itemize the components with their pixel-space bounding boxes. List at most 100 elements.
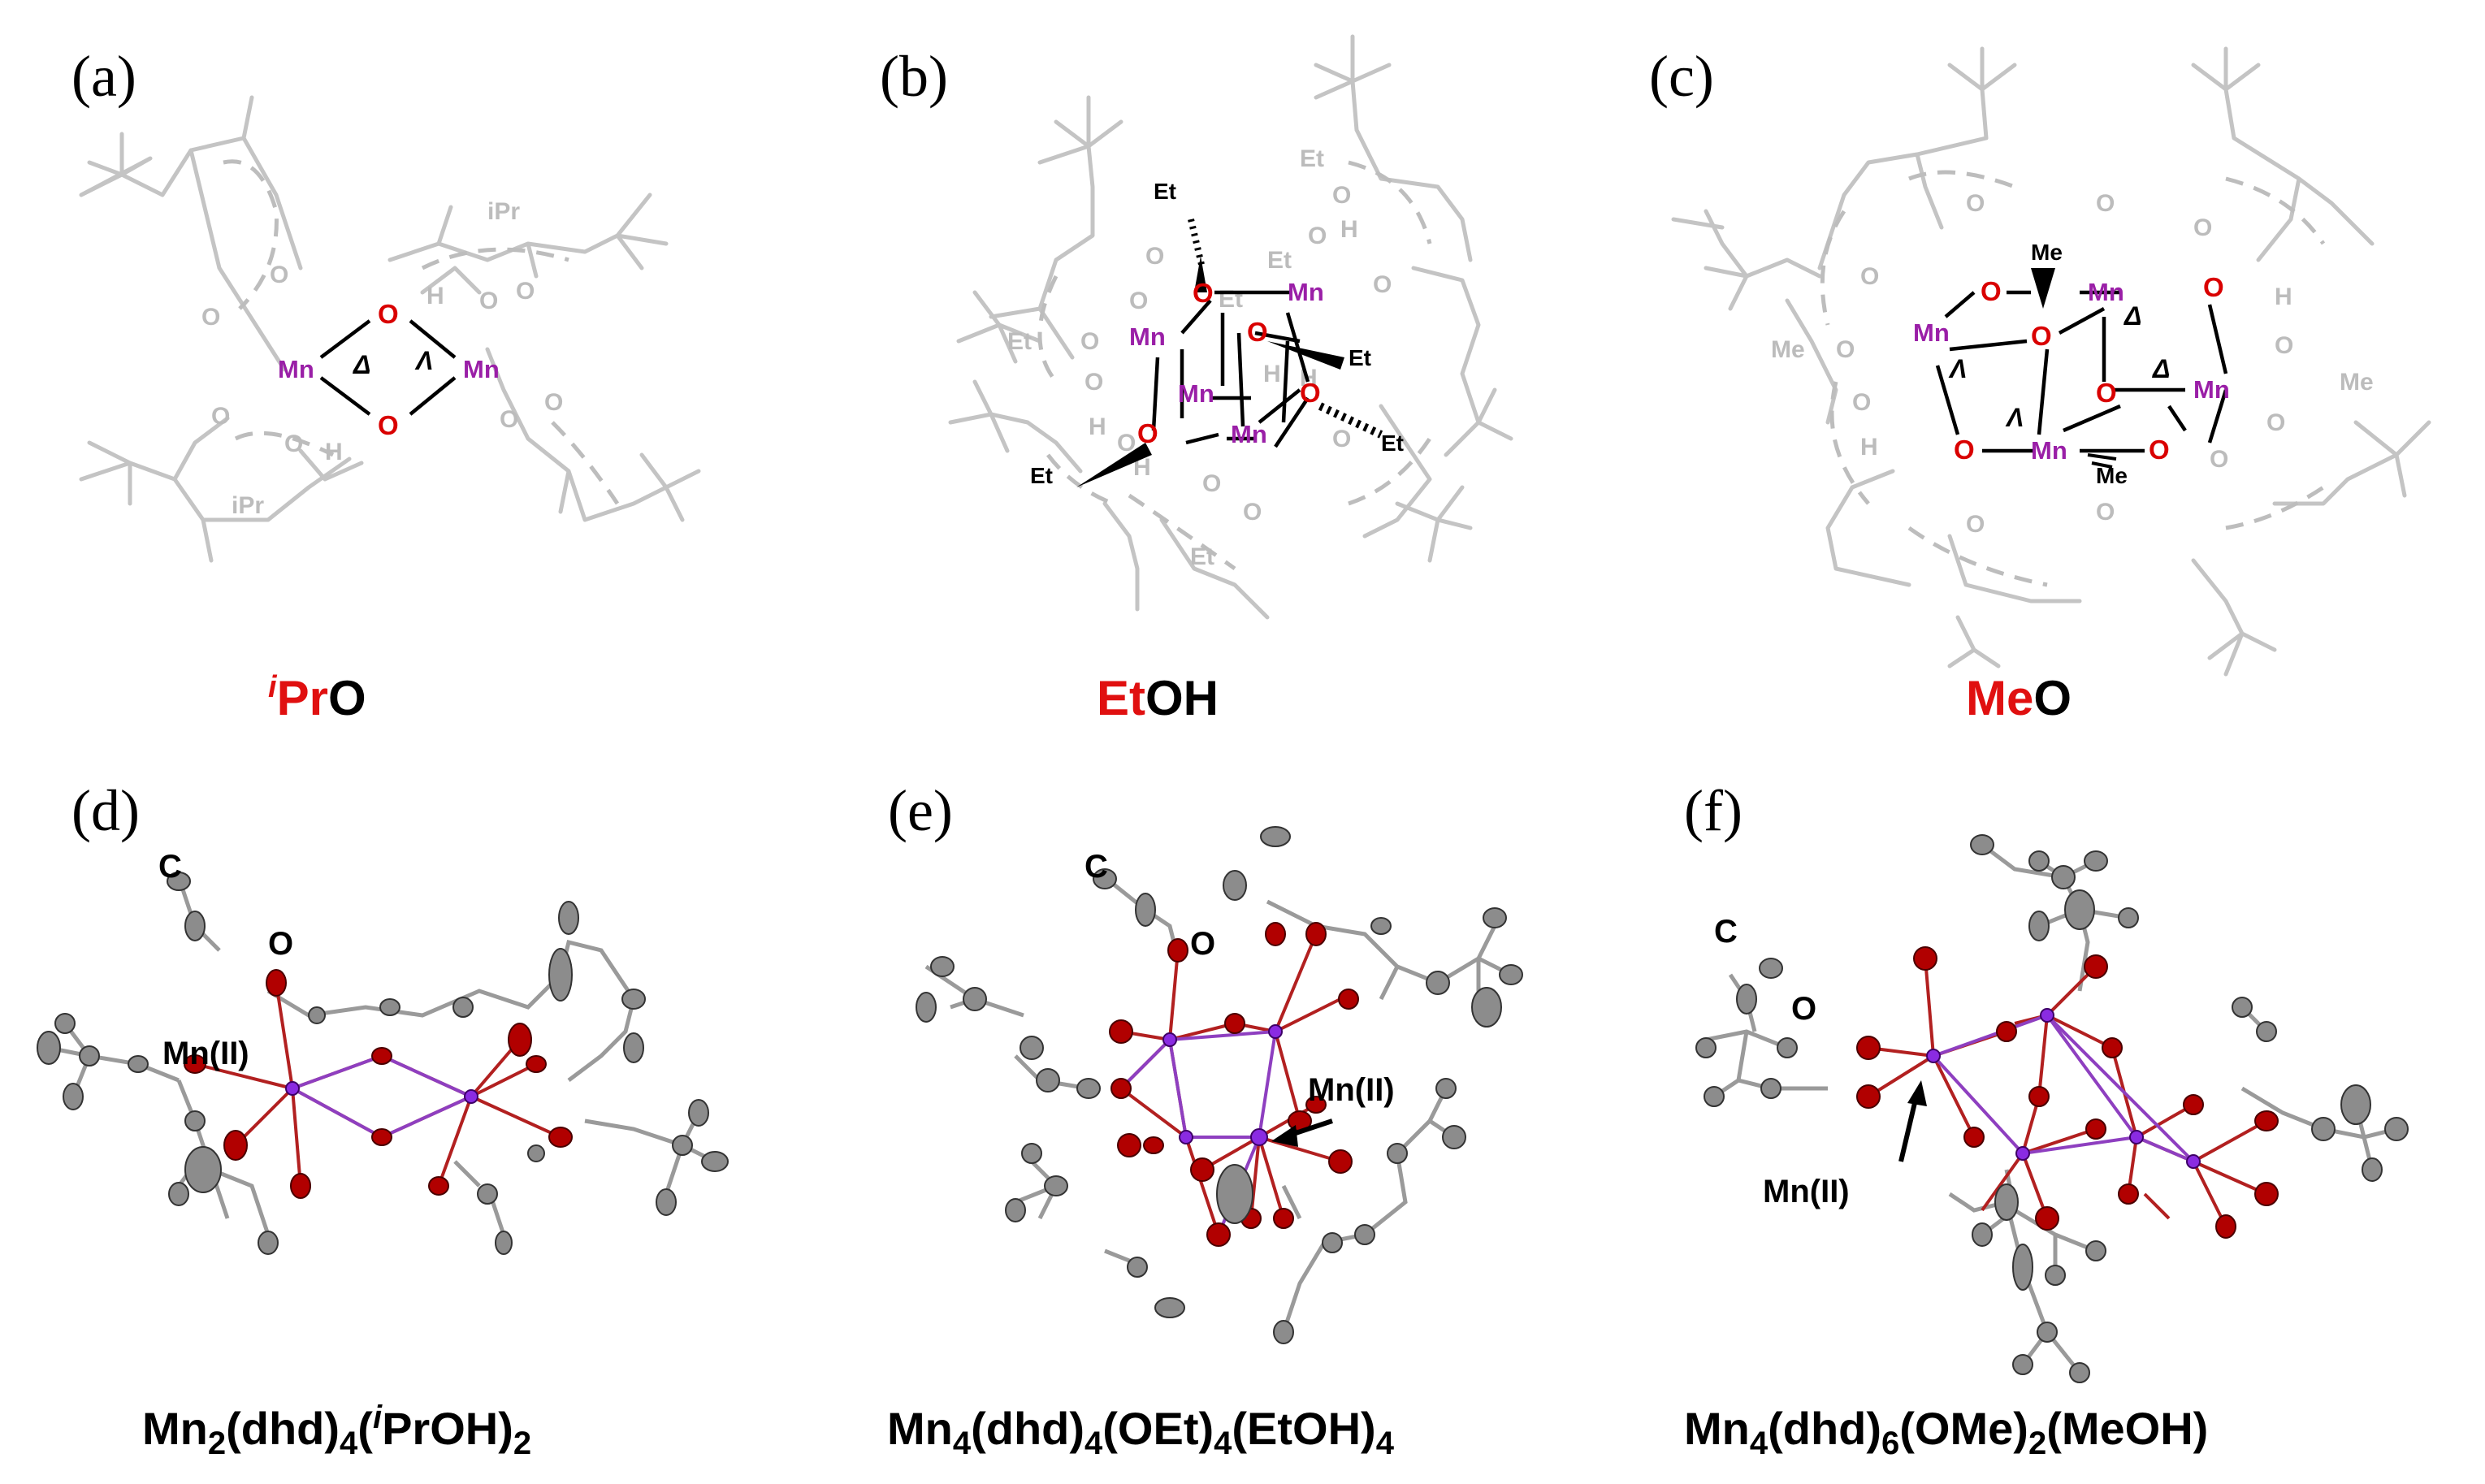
- svg-text:O: O: [2193, 214, 2212, 241]
- atom-label-c: C: [1084, 849, 1108, 885]
- panel-d: (d): [37, 778, 729, 1461]
- svg-text:H: H: [1263, 361, 1281, 387]
- atom-label-mn: Mn(II): [1763, 1174, 1850, 1209]
- oxygen-atom: O: [378, 410, 399, 440]
- oxygen-atom: O: [1137, 418, 1158, 448]
- svg-text:O: O: [1852, 389, 1871, 416]
- oxygen-atom: O: [2149, 435, 2170, 465]
- svg-text:O: O: [2096, 190, 2115, 217]
- svg-text:O: O: [270, 262, 288, 288]
- svg-text:Et: Et: [1154, 179, 1176, 204]
- svg-text:Et: Et: [1190, 543, 1214, 570]
- svg-text:Et: Et: [1381, 430, 1404, 456]
- dhd-ligand-skeleton-c: [1671, 46, 2431, 677]
- svg-text:O: O: [1145, 243, 1164, 270]
- svg-text:Me: Me: [1771, 336, 1805, 363]
- svg-text:Δ: Δ: [2124, 301, 2141, 331]
- panel-f: (f): [1684, 778, 2409, 1461]
- oxygen-atom: O: [2031, 321, 2052, 351]
- svg-text:O: O: [500, 406, 518, 433]
- svg-text:O: O: [1117, 430, 1136, 456]
- mn-atom: Mn: [2031, 436, 2067, 465]
- svg-text:O: O: [516, 278, 535, 305]
- svg-text:H: H: [426, 283, 444, 309]
- oxygen-atom: O: [1247, 317, 1268, 347]
- svg-text:Et: Et: [1267, 247, 1292, 274]
- svg-text:O: O: [1373, 271, 1392, 298]
- svg-text:Δ: Δ: [353, 350, 370, 379]
- crystal-structure-f: [1695, 834, 2409, 1383]
- panel-b-label: EtOH: [1097, 671, 1219, 725]
- svg-text:O: O: [544, 389, 563, 416]
- svg-text:O: O: [1084, 369, 1103, 396]
- svg-text:iPr: iPr: [232, 492, 264, 519]
- panel-letter-f: (f): [1684, 778, 1743, 843]
- svg-text:Et: Et: [1349, 345, 1371, 370]
- svg-text:iPr: iPr: [487, 198, 520, 225]
- svg-text:O: O: [1332, 426, 1351, 452]
- core-c: Mn Mn Mn Mn O O O O O O Me Me Λ Λ Δ Δ: [1913, 240, 2230, 488]
- svg-text:O: O: [1308, 223, 1327, 249]
- atom-label-o: O: [268, 926, 293, 962]
- panel-e: (e): [887, 778, 1523, 1461]
- svg-text:H: H: [1340, 216, 1358, 243]
- atom-label-mn: Mn(II): [1308, 1072, 1395, 1108]
- svg-text:O: O: [2210, 446, 2228, 473]
- svg-text:O: O: [201, 304, 220, 331]
- svg-text:H: H: [2275, 283, 2292, 310]
- oxygen-atom: O: [1193, 278, 1214, 308]
- mn-atom: Mn: [1231, 420, 1267, 448]
- svg-text:H: H: [325, 439, 343, 465]
- svg-text:H: H: [1089, 413, 1106, 440]
- svg-text:Et: Et: [1007, 328, 1032, 355]
- panel-letter-e: (e): [888, 778, 953, 843]
- svg-text:O: O: [479, 288, 498, 314]
- svg-text:Me: Me: [2096, 463, 2128, 488]
- svg-text:O: O: [211, 403, 230, 430]
- svg-text:Λ: Λ: [2005, 403, 2024, 432]
- panel-a-label: iPrO: [268, 670, 366, 725]
- panel-c-label: MeO: [1966, 671, 2072, 725]
- svg-text:O: O: [1966, 190, 1985, 217]
- svg-text:O: O: [1860, 263, 1879, 290]
- svg-text:O: O: [1080, 328, 1099, 355]
- dhd-ligand-skeleton-a: [79, 95, 701, 563]
- svg-text:O: O: [1202, 470, 1221, 497]
- svg-text:Et: Et: [1219, 286, 1243, 313]
- svg-text:O: O: [1129, 288, 1148, 314]
- atom-label-c: C: [158, 849, 182, 885]
- ligand-oxygen-labels-a: O O O O H O O H O O iPr iPr: [201, 198, 563, 519]
- oxygen-atom: O: [1981, 276, 2002, 306]
- mn-atom: Mn: [1178, 379, 1214, 408]
- formula-f: Mn4(dhd)6(OMe)2(MeOH): [1684, 1403, 2208, 1461]
- svg-text:O: O: [2275, 332, 2293, 359]
- svg-text:O: O: [1966, 511, 1985, 538]
- core-b: Mn Mn Mn Mn O O O O Et Et Et Et: [1030, 179, 1404, 488]
- dhd-ligand-skeleton-b: [948, 34, 1513, 620]
- svg-text:Me: Me: [2340, 369, 2374, 396]
- panel-c: (c) O O O Me O H O O H O: [1649, 44, 2431, 725]
- panel-a: (a) O O O O H O O H: [71, 44, 701, 725]
- svg-text:Δ: Δ: [2152, 354, 2170, 383]
- oxygen-atom: O: [2096, 378, 2117, 408]
- svg-text:Λ: Λ: [1948, 354, 1967, 383]
- svg-text:O: O: [1332, 182, 1351, 209]
- mn-atom: Mn: [463, 355, 500, 383]
- oxygen-atom: O: [378, 299, 399, 329]
- crystal-structure-d: [37, 872, 729, 1255]
- ligand-oxygen-labels-c: O O O Me O H O O H O Me O O O O: [1771, 190, 2374, 538]
- svg-text:Et: Et: [1300, 145, 1324, 172]
- svg-text:O: O: [2266, 409, 2285, 436]
- crystal-structure-e: [916, 826, 1523, 1344]
- panel-b: (b) O O O Et O H O H Et O O: [880, 34, 1513, 725]
- oxygen-atom: O: [1954, 435, 1975, 465]
- atom-label-c: C: [1714, 914, 1738, 950]
- oxygen-atom: O: [2203, 272, 2224, 302]
- mn-atom: Mn: [1288, 278, 1324, 306]
- mn-atom: Mn: [1129, 322, 1166, 351]
- atom-label-o: O: [1791, 991, 1816, 1027]
- atom-label-mn: Mn(II): [162, 1036, 249, 1071]
- svg-text:H: H: [1860, 434, 1878, 461]
- mn-atom: Mn: [2088, 278, 2124, 306]
